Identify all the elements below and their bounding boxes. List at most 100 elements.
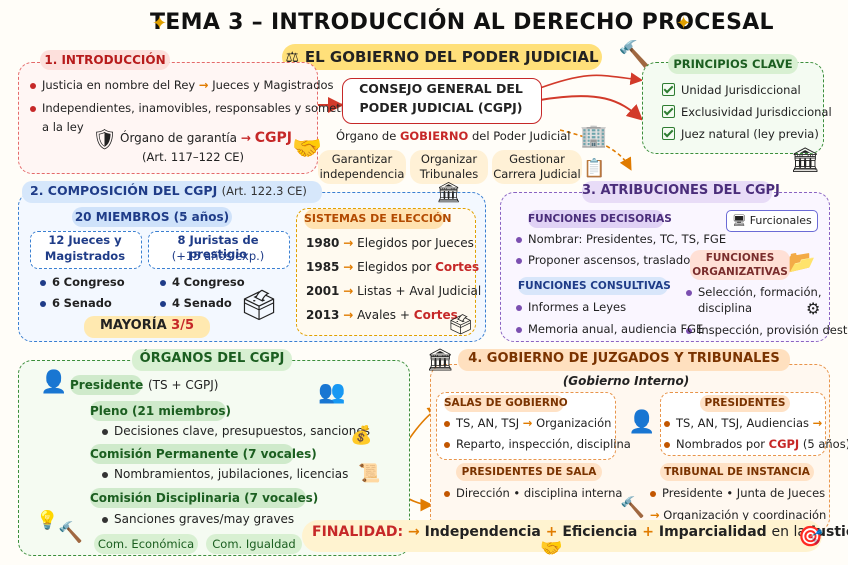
- sistemas-row: 2013 → Avales + Cortes: [306, 308, 458, 323]
- sparkle-icon: ✦: [676, 13, 691, 34]
- instancia-1: Presidente • Junta de Jueces: [650, 486, 825, 501]
- decisoria-1: Nombrar: Presidentes, TC, TS, FGE: [516, 232, 726, 247]
- jueces-line-2: Magistrados: [30, 249, 140, 263]
- intro-art: (Art. 117–122 CE): [142, 150, 244, 165]
- organizativa-1a: Selección, formación,: [686, 285, 821, 300]
- consejo-title-1: CONSEJO GENERAL DEL: [342, 81, 540, 96]
- organizativa-1b: disciplina: [698, 301, 752, 316]
- sistemas-row: 2001 → Listas + Aval Judicial: [306, 284, 481, 299]
- principio-2: Exclusividad Jurisdiccional: [662, 105, 832, 120]
- presidentes-heading: PRESIDENTES: [700, 395, 790, 412]
- courthouse-small-icon: 🏛: [436, 180, 461, 204]
- lightbulb-icon: 💡: [36, 510, 58, 531]
- person-icon: 👤: [40, 370, 67, 395]
- sistemas-year: 2001: [306, 284, 339, 298]
- courthouse-gob-icon: 🏛: [426, 348, 454, 373]
- consultivas-heading: FUNCIONES CONSULTIVAS: [518, 277, 668, 295]
- consultiva-1: Informes a Leyes: [516, 300, 626, 315]
- presidentes-2: Nombrados por CGPJ (5 años): [664, 437, 848, 452]
- intro-heading: 1. INTRODUCCIÓN: [40, 50, 170, 70]
- sistemas-row: 1980 → Elegidos por Jueces: [306, 236, 474, 251]
- monitor-icon: 🖥: [732, 214, 746, 227]
- person-gob-icon: 👤: [628, 410, 655, 435]
- salas-heading: SALAS DE GOBIERNO: [444, 395, 564, 412]
- gavel-small-icon: 🔨: [58, 520, 83, 544]
- group-icon: 👥: [318, 380, 345, 405]
- document-icon: 📋: [583, 158, 605, 179]
- sistemas-year: 1980: [306, 236, 339, 250]
- principio-3: Juez natural (ley previa): [662, 127, 819, 142]
- sistemas-heading: SISTEMAS DE ELECCIÓN: [304, 209, 444, 229]
- sistemas-red: Cortes: [435, 260, 479, 274]
- mayoria-badge: MAYORÍA 3/5: [84, 316, 210, 338]
- decisoria-2: Proponer ascensos, traslados: [516, 253, 696, 268]
- principio-1: Unidad Jurisdiccional: [662, 83, 801, 98]
- consejo-title-2: PODER JUDICIAL (CGPJ): [342, 100, 540, 115]
- composicion-miembros: 20 MIEMBROS (5 años): [72, 207, 232, 227]
- intro-garantia: Órgano de garantía → CGPJ: [120, 131, 292, 146]
- ballot-box-icon: 🗳: [240, 288, 278, 323]
- vote-hand-icon: 🗳: [448, 312, 473, 336]
- gobierno-sub: (Gobierno Interno): [556, 374, 696, 389]
- courthouse-icon: 🏛: [790, 146, 820, 174]
- disciplinaria-desc: Sanciones graves/may graves: [102, 512, 294, 527]
- handshake-bottom-icon: 🤝: [540, 538, 562, 559]
- sistemas-text: Elegidos por: [357, 260, 431, 274]
- presidente-pill: Presidente: [70, 375, 142, 395]
- gear-icon: ⚙: [806, 299, 820, 318]
- disciplinaria-pill: Comisión Disciplinaria (7 vocales): [90, 488, 306, 508]
- coins-icon: 💰: [350, 425, 372, 446]
- presidente-note: (TS + CGPJ): [148, 378, 218, 393]
- jueces-senado: 6 Senado: [40, 296, 112, 311]
- juristas-congreso: 4 Congreso: [160, 275, 245, 290]
- intro-bullet-2: Independientes, inamovibles, responsable…: [30, 101, 364, 116]
- principios-heading: PRINCIPIOS CLAVE: [668, 54, 798, 74]
- certificate-icon: 📜: [358, 463, 380, 484]
- organizativa-2: Inspección, provisión destinos: [686, 323, 848, 338]
- composicion-heading: 2. COMPOSICIÓN DEL CGPJ (Art. 122.3 CE): [22, 181, 322, 203]
- intro-bullet-2b: a la ley: [42, 120, 84, 135]
- building-icon: 🏢: [580, 124, 607, 149]
- presidentes-1: TS, AN, TSJ, Audiencias →: [664, 416, 822, 431]
- organos-heading: ÓRGANOS DEL CGPJ: [132, 349, 292, 371]
- shield-icon: 🛡: [92, 127, 117, 151]
- banner: ⚖EL GOBIERNO DEL PODER JUDICIAL: [282, 44, 602, 70]
- pleno-desc: Decisiones clave, presupuestos, sancione…: [102, 424, 370, 439]
- folder-icon: 📂: [788, 250, 815, 275]
- pleno-pill: Pleno (21 miembros): [90, 401, 226, 421]
- pres-sala-1: Dirección • disciplina interna: [444, 486, 622, 501]
- sistemas-text: Listas + Aval Judicial: [357, 284, 481, 298]
- furcionales-tag: 🖥 Furcionales: [726, 210, 818, 232]
- sistemas-row: 1985 → Elegidos por Cortes: [306, 260, 479, 275]
- jueces-congreso: 6 Congreso: [40, 275, 125, 290]
- salas-2: Reparto, inspección, disciplina: [444, 437, 631, 452]
- intro-bullet-1: Justicia en nombre del Rey → Jueces y Ma…: [30, 78, 334, 93]
- gobierno-heading: 4. GOBIERNO DE JUZGADOS Y TRIBUNALES: [458, 349, 790, 371]
- permanente-pill: Comisión Permanente (7 vocales): [90, 444, 294, 464]
- juristas-line-2: (+15 años exp.): [148, 249, 288, 263]
- salas-1: TS, AN, TSJ → Organización: [444, 416, 611, 431]
- economica-pill: Com. Económica: [94, 534, 198, 554]
- atribuciones-heading: 3. ATRIBUCIONES DEL CGPJ: [582, 181, 772, 203]
- sistemas-year: 2013: [306, 308, 339, 322]
- permanente-desc: Nombramientos, jubilaciones, licencias: [102, 467, 348, 482]
- consejo-organo: Órgano de GOBIERNO del Poder Judicial: [336, 129, 570, 144]
- decisorias-heading: FUNCIONES DECISORIAS: [528, 210, 664, 228]
- instancia-heading: TRIBUNAL DE INSTANCIA: [660, 463, 814, 481]
- sparkle-icon: ✦: [152, 13, 167, 34]
- sistemas-text: Elegidos por Jueces: [357, 236, 474, 250]
- juristas-senado: 4 Senado: [160, 296, 232, 311]
- page-title: TEMA 3 – INTRODUCCIÓN AL DERECHO PROCESA…: [150, 10, 698, 35]
- sistemas-year: 1985: [306, 260, 339, 274]
- sistemas-text: Avales +: [357, 308, 410, 322]
- igualdad-pill: Com. Igualdad: [206, 534, 302, 554]
- jueces-line-1: 12 Jueces y: [30, 233, 140, 247]
- finalidad-text: FINALIDAD: → Independencia + Eficiencia …: [312, 524, 848, 540]
- target-icon: 🎯: [798, 524, 823, 548]
- consultiva-2: Memoria anual, audiencia FGE: [516, 322, 703, 337]
- gavel-gob-icon: 🔨: [620, 495, 645, 519]
